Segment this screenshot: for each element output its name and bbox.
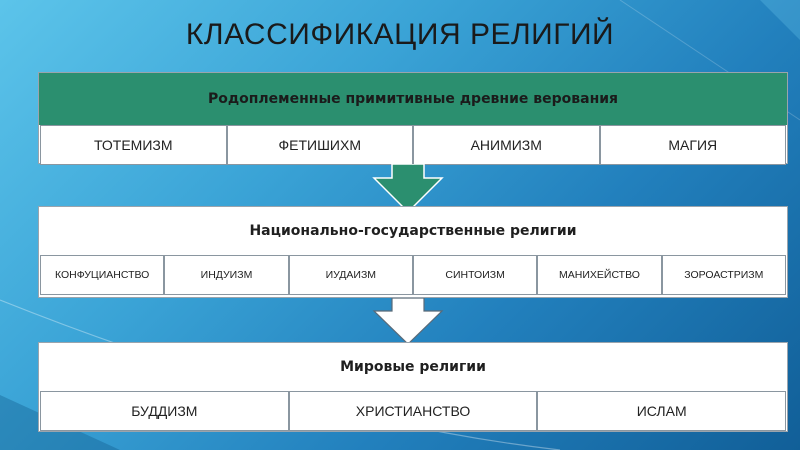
level-world-heading: Мировые религии	[340, 359, 486, 375]
item-manichaeism: МАНИХЕЙСТВО	[537, 255, 662, 295]
level-world-items: БУДДИЗМ ХРИСТИАНСТВО ИСЛАМ	[40, 391, 787, 431]
level-national-items: КОНФУЦИАНСТВО ИНДУИЗМ ИУДАИЗМ СИНТОИЗМ М…	[40, 255, 786, 295]
level-national-heading: Национально-государственные религии	[249, 223, 577, 239]
item-shinto: СИНТОИЗМ	[412, 255, 538, 295]
item-fetishism: ФЕТИШИХМ	[226, 125, 413, 165]
level-national: Национально-государственные религии КОНФ…	[38, 206, 788, 298]
item-magic: МАГИЯ	[599, 125, 786, 165]
item-judaism: ИУДАИЗМ	[288, 255, 413, 295]
level-tribal-heading: Родоплеменные примитивные древние верова…	[39, 73, 787, 125]
item-zoroastrianism: ЗОРОАСТРИЗМ	[661, 255, 786, 295]
level-tribal: Родоплеменные примитивные древние верова…	[38, 72, 788, 165]
level-world: Мировые религии БУДДИЗМ ХРИСТИАНСТВО ИСЛ…	[38, 342, 788, 432]
item-totemism: ТОТЕМИЗМ	[40, 125, 227, 165]
level-tribal-items: ТОТЕМИЗМ ФЕТИШИХМ АНИМИЗМ МАГИЯ	[40, 125, 786, 165]
arrow-down-green-icon	[372, 164, 444, 214]
item-christianity: ХРИСТИАНСТВО	[288, 391, 538, 431]
item-buddhism: БУДДИЗМ	[40, 391, 289, 431]
item-hinduism: ИНДУИЗМ	[164, 255, 289, 295]
page-title: КЛАССИФИКАЦИЯ РЕЛИГИЙ	[185, 18, 615, 51]
item-confucianism: КОНФУЦИАНСТВО	[40, 255, 165, 295]
item-islam: ИСЛАМ	[537, 391, 787, 431]
item-animism: АНИМИЗМ	[413, 125, 600, 165]
arrow-down-white-icon	[372, 298, 444, 345]
